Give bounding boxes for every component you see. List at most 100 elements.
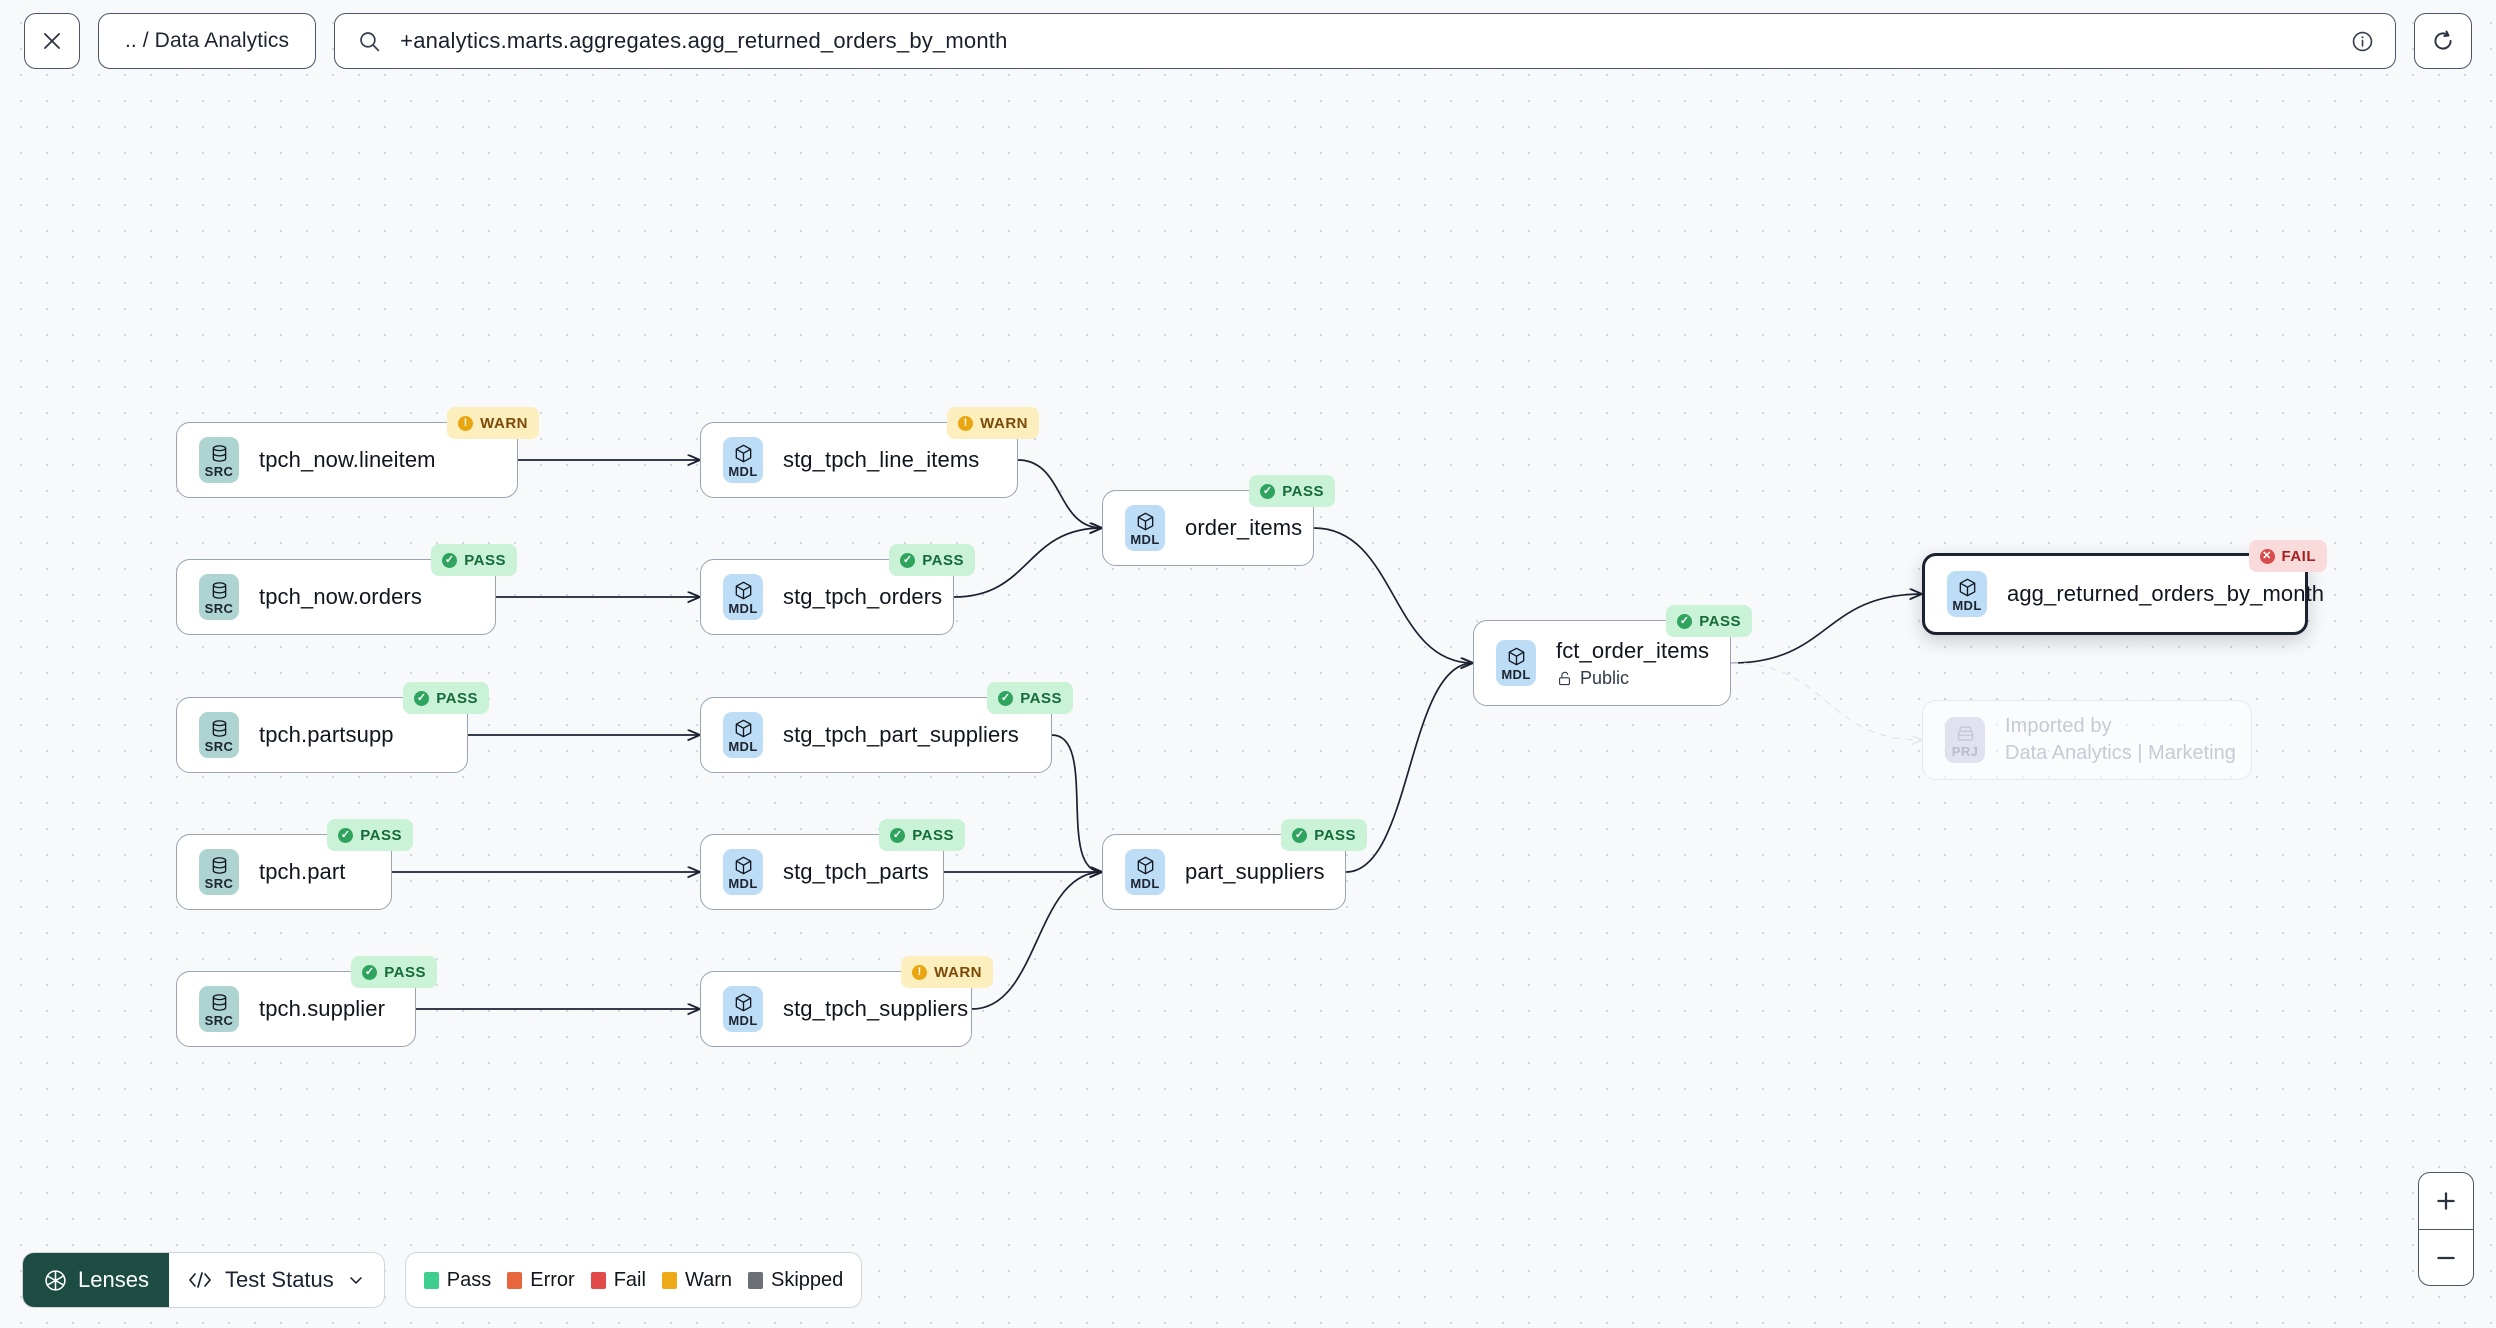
node-type-chip-prj: PRJ xyxy=(1945,717,1985,763)
close-button[interactable] xyxy=(24,13,80,69)
legend-label: Warn xyxy=(684,1268,732,1291)
node-body: part_suppliers xyxy=(1185,859,1324,885)
node-type-chip-mdl: MDL xyxy=(723,849,763,895)
graph-edge xyxy=(1730,594,1922,664)
node-title: tpch.part xyxy=(259,859,346,884)
status-badge-label: FAIL xyxy=(2281,547,2316,565)
refresh-button[interactable] xyxy=(2414,13,2472,69)
graph-node-stg_tpch_line_items[interactable]: MDL stg_tpch_line_items !WARN xyxy=(700,407,1039,498)
status-dot-icon: ✓ xyxy=(338,827,354,843)
status-badge-pass[interactable]: ✓ PASS xyxy=(327,819,413,851)
cube-icon xyxy=(735,444,751,462)
status-dot-icon: ✓ xyxy=(890,827,906,843)
node-body: stg_tpch_line_items xyxy=(783,447,979,473)
status-dot-icon: ✓ xyxy=(442,552,458,568)
legend-swatch xyxy=(590,1271,606,1289)
legend-item-warn[interactable]: Warn xyxy=(661,1268,732,1292)
status-badge-label: PASS xyxy=(1020,689,1062,707)
node-type-label: SRC xyxy=(204,463,234,479)
node-type-chip-mdl: MDL xyxy=(723,437,763,483)
zoom-out-button[interactable] xyxy=(2419,1229,2473,1285)
status-dot-icon: ✓ xyxy=(414,690,430,706)
status-badge-pass[interactable]: ✓PASS xyxy=(1281,819,1367,851)
status-badge-fail[interactable]: ✕FAIL xyxy=(2248,540,2327,572)
top-toolbar: .. / Data Analytics +analytics.marts.agg… xyxy=(0,0,2496,82)
legend-item-fail[interactable]: Fail xyxy=(590,1269,646,1292)
aperture-icon xyxy=(45,1269,66,1291)
status-badge-pass[interactable]: ✓ PASS xyxy=(1666,605,1752,637)
legend-label: Skipped xyxy=(771,1268,844,1291)
bottom-toolbar: Lenses Test Status Pass Error Fail Warn Skip… xyxy=(22,1252,863,1308)
status-dot-icon: ✓ xyxy=(998,690,1014,706)
status-badge-warn[interactable]: !WARN xyxy=(901,956,993,988)
node-type-label: MDL xyxy=(1130,875,1160,891)
search-input[interactable]: +analytics.marts.aggregates.agg_returned… xyxy=(334,13,2396,69)
node-body: stg_tpch_orders xyxy=(783,584,942,610)
status-badge-pass[interactable]: ✓PASS xyxy=(889,544,975,576)
cube-icon xyxy=(1137,512,1153,530)
node-subtitle-label: Public xyxy=(1580,667,1630,688)
info-icon[interactable] xyxy=(2350,29,2375,54)
node-title: stg_tpch_line_items xyxy=(783,447,980,472)
status-badge-pass[interactable]: ✓ PASS xyxy=(987,682,1073,714)
legend-item-skipped[interactable]: Skipped xyxy=(748,1269,843,1292)
legend-label: Error xyxy=(530,1268,575,1291)
status-badge-pass[interactable]: ✓PASS xyxy=(403,682,489,714)
status-badge-label: PASS xyxy=(1699,612,1741,630)
graph-node-stg_tpch_parts[interactable]: MDL stg_tpch_parts ✓PASS xyxy=(700,819,965,910)
node-body: stg_tpch_parts xyxy=(783,859,929,885)
status-badge-pass[interactable]: ✓PASS xyxy=(351,956,437,988)
lenses-button[interactable]: Lenses xyxy=(23,1253,169,1307)
node-title: fct_order_items xyxy=(1556,637,1710,663)
breadcrumb[interactable]: .. / Data Analytics xyxy=(98,13,317,69)
test-status-dropdown[interactable]: Test Status xyxy=(169,1253,384,1307)
node-subtitle-label: Data Analytics | Marketing xyxy=(2005,742,2236,764)
node-subtitle: Data Analytics | Marketing xyxy=(2005,742,2236,765)
node-type-label: SRC xyxy=(204,738,234,754)
legend-item-pass[interactable]: Pass xyxy=(423,1269,491,1292)
zoom-in-button[interactable] xyxy=(2419,1173,2473,1229)
status-badge-warn[interactable]: !WARN xyxy=(447,407,539,439)
test-status-label: Test Status xyxy=(224,1267,334,1292)
status-badge-label: PASS xyxy=(360,826,402,844)
legend-item-error[interactable]: Error xyxy=(507,1268,575,1292)
node-body: order_items xyxy=(1185,515,1302,541)
graph-node-part_suppliers[interactable]: MDL part_suppliers ✓PASS xyxy=(1102,819,1367,910)
cube-icon xyxy=(735,993,751,1011)
node-type-label: MDL xyxy=(728,875,758,891)
node-type-label: MDL xyxy=(1501,666,1531,682)
node-type-chip-src: SRC xyxy=(199,849,239,895)
graph-edge xyxy=(1017,459,1102,528)
graph-edge xyxy=(1730,662,1922,740)
status-badge-pass[interactable]: ✓PASS xyxy=(431,544,517,576)
graph-edge xyxy=(1313,527,1473,663)
status-badge-warn[interactable]: !WARN xyxy=(947,407,1039,439)
close-icon xyxy=(44,33,60,49)
status-badge-pass[interactable]: ✓PASS xyxy=(1249,475,1335,507)
legend-swatch xyxy=(507,1271,523,1289)
legend-swatch xyxy=(748,1271,763,1289)
status-dot-icon: ✓ xyxy=(1677,613,1693,629)
node-type-label: PRJ xyxy=(1951,743,1979,759)
node-title: agg_returned_orders_by_month xyxy=(2007,581,2325,606)
node-body: tpch.part xyxy=(259,859,346,885)
node-type-chip-src: SRC xyxy=(199,712,239,758)
node-type-label: SRC xyxy=(204,1012,234,1028)
node-title: tpch_now.orders xyxy=(259,584,422,609)
graph-node-tpch_part[interactable]: SRC tpch.part ✓ PASS xyxy=(176,819,413,910)
status-badge-pass[interactable]: ✓PASS xyxy=(879,819,965,851)
